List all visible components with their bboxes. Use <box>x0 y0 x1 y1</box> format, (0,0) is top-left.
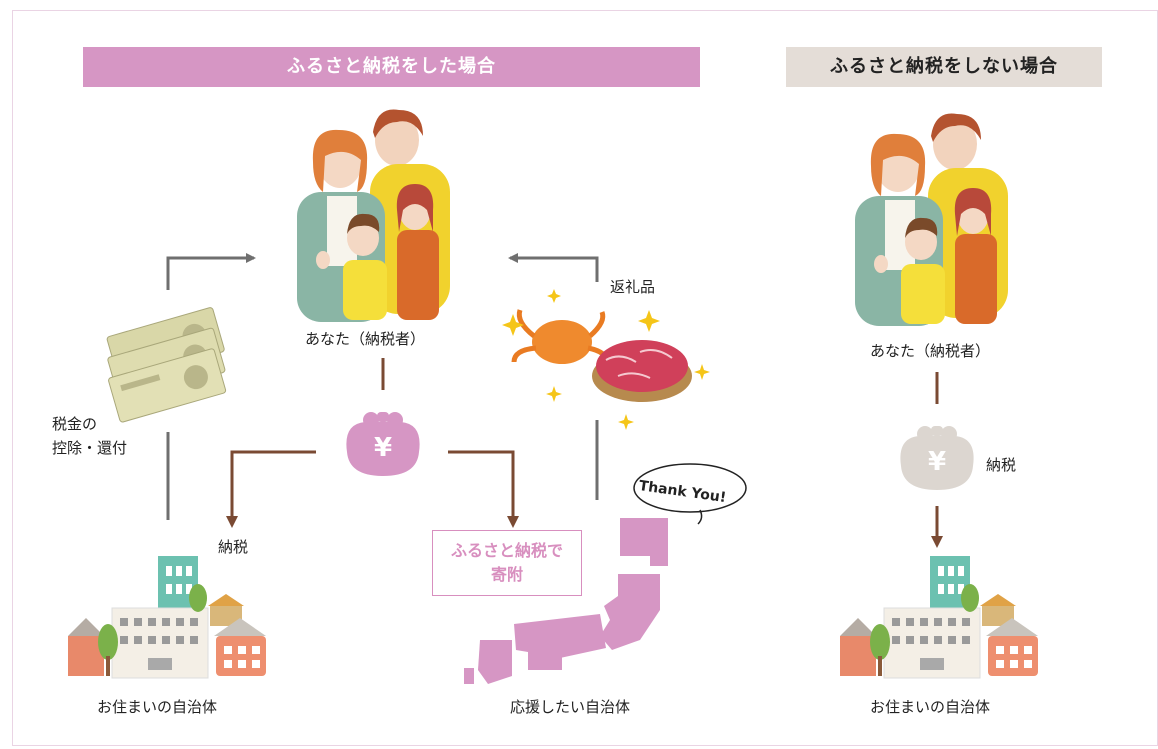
you-label-left: あなた（納税者） <box>305 330 426 348</box>
tax-refund-label-line1: 税金の <box>52 415 98 433</box>
banknotes-icon <box>106 307 227 423</box>
town-buildings-icon-left <box>67 555 267 679</box>
header-without-furusato: ふるさと納税をしない場合 <box>786 47 1102 87</box>
donation-box: ふるさと納税で 寄附 <box>432 530 582 596</box>
donation-label-line1: ふるさと納税で <box>450 541 563 560</box>
donation-arrow <box>448 450 519 528</box>
tax-refund-label: 税金の 控除・還付 <box>52 412 127 460</box>
home-municipality-label-left: お住まいの自治体 <box>97 698 218 716</box>
thank-you-bubble <box>633 463 747 525</box>
family-illustration-left <box>297 109 450 322</box>
you-label-right: あなた（納税者） <box>870 342 991 360</box>
tax-label-right: 納税 <box>986 456 1017 474</box>
gift-arrow <box>508 253 599 282</box>
refund-arrow <box>166 253 256 290</box>
family-illustration-right <box>855 113 1008 326</box>
tax-refund-label-line2: 控除・還付 <box>52 439 128 457</box>
tax-label-left: 納税 <box>218 538 249 556</box>
support-municipality-label: 応援したい自治体 <box>510 698 631 716</box>
japan-map-icon <box>464 518 668 684</box>
home-municipality-label-right: お住まいの自治体 <box>870 698 991 716</box>
header-with-furusato: ふるさと納税をした場合 <box>83 47 700 87</box>
yen-purse-icon-left <box>346 412 420 476</box>
tax-arrow-left <box>226 450 316 528</box>
town-buildings-icon-right <box>839 555 1039 679</box>
crab-and-meat-icon <box>502 289 710 430</box>
yen-purse-icon-right <box>900 426 974 490</box>
donation-label-line2: 寄附 <box>490 565 523 584</box>
return-gift-label: 返礼品 <box>610 278 656 296</box>
